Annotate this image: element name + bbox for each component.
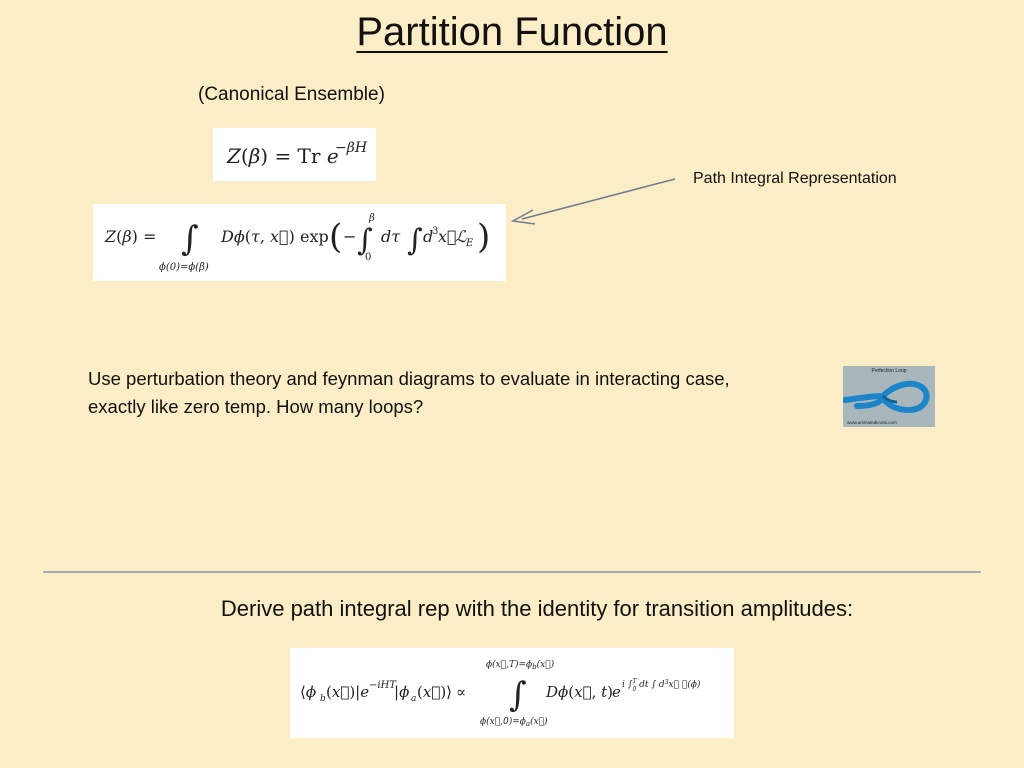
svg-text:Z(β) = Tr e: Z(β) = Tr e [226,144,339,168]
svg-text:β: β [368,213,375,224]
path-integral-label: Path Integral Representation [693,170,897,187]
svg-text:Dϕ(x⃗, t): Dϕ(x⃗, t) [545,683,613,701]
svg-text:ℒ: ℒ [455,227,467,246]
transition-amplitude-equation: ⟨ϕ b (x⃗)|e −iHT |ϕ a (x⃗)⟩ ∝ ϕ(x⃗,T)=ϕb… [290,648,734,738]
svg-text:3: 3 [432,226,438,237]
svg-text:e: e [612,683,621,701]
transition-amplitude-formula: ⟨ϕ b (x⃗)|e −iHT |ϕ a (x⃗)⟩ ∝ ϕ(x⃗,T)=ϕb… [300,659,701,728]
svg-text:ϕ(0)=ϕ(β): ϕ(0)=ϕ(β) [159,262,209,273]
slide-subtitle: (Canonical Ensemble) [198,84,385,105]
rope-loop-icon [843,380,930,414]
svg-text:E: E [465,238,474,249]
svg-text:−: − [343,227,356,246]
svg-text:(x⃗)|e: (x⃗)|e [326,683,369,701]
svg-text:∫: ∫ [407,223,423,258]
derive-instruction-text: Derive path integral rep with the identi… [220,596,854,621]
svg-text:⟨ϕ: ⟨ϕ [300,683,316,701]
path-integral-equation: Z(β) = ∫ ϕ(0)=ϕ(β) Dϕ(τ, x⃗) exp ( − ∫ β… [93,204,506,281]
svg-text:i ∫T0 dt ∫ d3x⃗ ℒ(ϕ): i ∫T0 dt ∫ d3x⃗ ℒ(ϕ) [622,678,701,693]
svg-text:ϕ(x⃗,T)=ϕb(x⃗): ϕ(x⃗,T)=ϕb(x⃗) [486,659,555,671]
svg-text:Dϕ(τ, x⃗) exp: Dϕ(τ, x⃗) exp [220,227,329,246]
svg-text:∫: ∫ [509,675,527,715]
partition-function-equation: Z(β) = Tr e −βH [213,128,376,181]
svg-text:Z(β) =: Z(β) = [104,227,156,246]
svg-text:dτ: dτ [381,227,401,246]
section-divider [43,571,981,573]
svg-text:0: 0 [365,252,371,263]
svg-text:): ) [477,217,490,257]
svg-text:x⃗: x⃗ [438,227,457,246]
svg-text:∫: ∫ [181,219,199,259]
svg-text:(: ( [329,217,342,257]
svg-text:−iHT: −iHT [369,680,397,691]
loop-image-credit: www.animatedknots.com [847,420,897,425]
svg-text:(x⃗)⟩: (x⃗)⟩ [417,683,452,701]
partition-function-formula: Z(β) = Tr e −βH [226,140,368,168]
svg-text:a: a [411,694,416,704]
svg-text:b: b [320,694,326,704]
perfection-loop-image: Perfection Loop www.animatedknots.com [843,366,935,427]
slide-title: Partition Function [356,10,668,54]
perturbation-text-line-2: exactly like zero temp. How many loops? [88,396,424,417]
perturbation-text-line-1: Use perturbation theory and feynman diag… [88,368,730,389]
svg-text:∫: ∫ [357,223,373,258]
loop-image-caption: Perfection Loop [871,368,907,374]
svg-text:−βH: −βH [335,140,368,156]
svg-text:∝: ∝ [456,683,466,701]
perturbation-text: Use perturbation theory and feynman diag… [88,365,828,421]
svg-text:ϕ(x⃗,0)=ϕa(x⃗): ϕ(x⃗,0)=ϕa(x⃗) [480,716,548,728]
path-integral-formula: Z(β) = ∫ ϕ(0)=ϕ(β) Dϕ(τ, x⃗) exp ( − ∫ β… [104,213,490,273]
svg-text:d: d [423,227,433,246]
svg-text:|ϕ: |ϕ [394,683,409,701]
